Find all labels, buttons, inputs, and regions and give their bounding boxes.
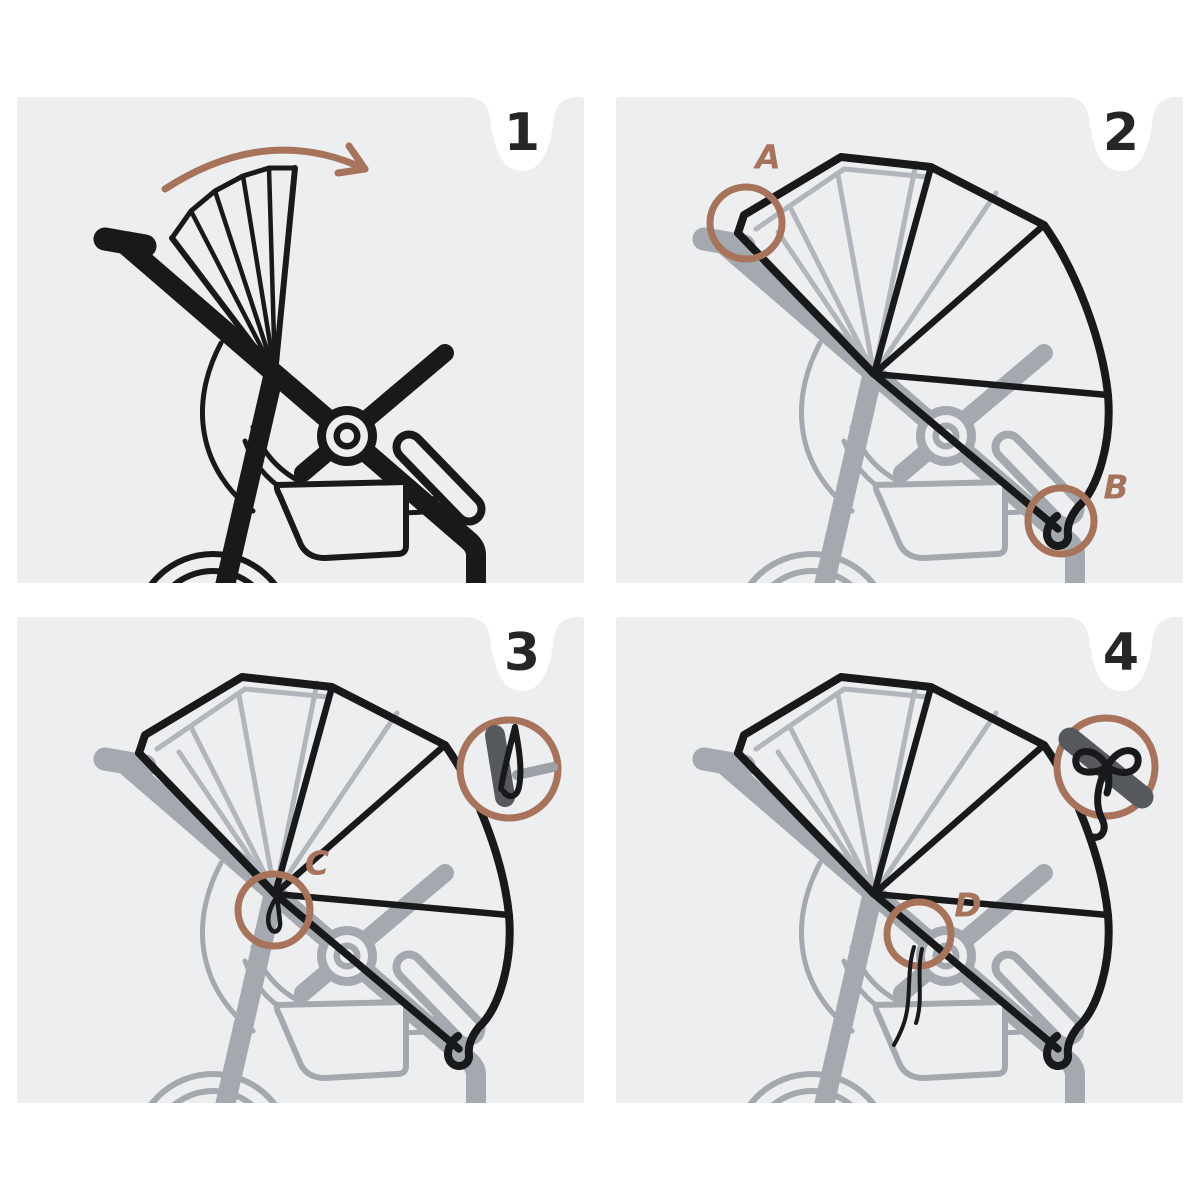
marker-circle-b xyxy=(1024,484,1098,558)
open-canopy-icon xyxy=(756,163,996,374)
open-canopy-icon xyxy=(756,683,996,894)
bow-icon xyxy=(1072,747,1142,841)
marker-letter-c: C xyxy=(304,843,330,883)
marker-letter-b: B xyxy=(1103,467,1129,507)
elastic-loop-icon xyxy=(266,895,283,934)
marker-letter-d: D xyxy=(954,885,982,925)
step-number: 4 xyxy=(1102,623,1140,683)
open-canopy-arrow-icon xyxy=(161,142,369,193)
step-number: 3 xyxy=(503,623,541,683)
step-panel-2: 2 A B xyxy=(616,97,1183,583)
marker-circle-c xyxy=(234,870,314,950)
step-panel-4: 4 D xyxy=(616,617,1183,1103)
toggle-detail-balloon xyxy=(456,716,562,822)
stroller-illustration xyxy=(105,168,476,583)
marker-circle-a xyxy=(706,183,786,263)
step-panel-3: 3 C xyxy=(17,617,584,1103)
tie-strings-icon xyxy=(892,945,924,1047)
step-panel-1: 1 xyxy=(17,97,584,583)
marker-letter-a: A xyxy=(755,137,781,177)
step-number: 1 xyxy=(503,103,541,163)
bow-detail-balloon xyxy=(1053,714,1159,841)
open-canopy-icon xyxy=(157,683,397,894)
step-number: 2 xyxy=(1102,103,1140,163)
